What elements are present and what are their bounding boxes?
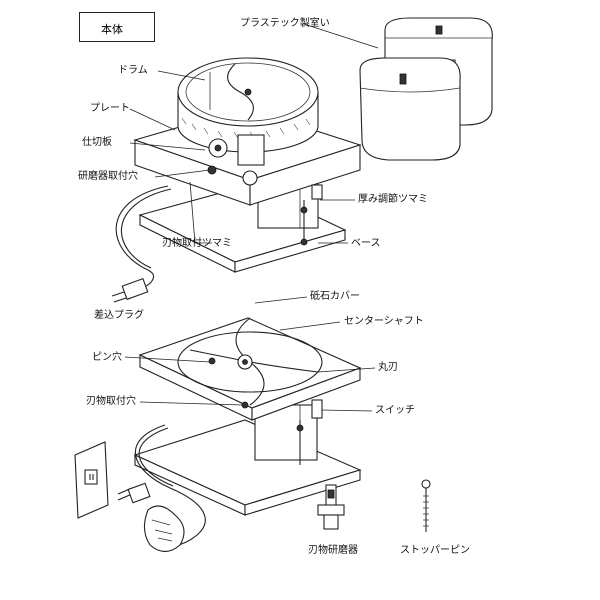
label-plate: プレート [90,103,130,114]
plastic-containers [359,17,493,161]
container-front [359,57,461,161]
leader-lines [124,23,379,412]
label-pin-hole: ピン穴 [92,352,122,363]
stopper-pin-icon [421,479,431,489]
blade-grinder [317,484,345,530]
switch-icon [311,399,323,419]
lower-unit [133,317,362,547]
power-cord-upper [115,185,169,289]
container-back [384,17,493,126]
blade-knob-upper [242,170,258,186]
label-center-shaft: センターシャフト [344,316,424,327]
pin-hole [208,357,216,365]
thickness-knob [311,184,323,200]
hand-plug [117,482,185,553]
round-blade [177,331,323,393]
label-plastic-bag: プラステック製室い [240,18,330,29]
diagram-title: 本体 [101,23,123,36]
title-box: 本体 [79,12,155,42]
label-grindstone-cover: 砥石カバー [310,291,360,302]
label-grinder-mount-hole: 研磨器取付穴 [78,171,138,182]
label-partition: 仕切板 [82,137,112,148]
label-thickness-knob: 厚み調節ツマミ [358,194,428,205]
label-round-blade: 丸刃 [378,362,398,373]
label-blade-mount-hole: 刃物取付穴 [86,396,136,407]
stopper-pin [421,479,431,532]
hand-icon [143,505,185,553]
label-base: ベース [351,238,381,249]
label-switch: スイッチ [375,405,415,416]
label-blade-grinder: 刃物研磨器 [308,545,358,556]
outlet-icon [84,469,98,485]
label-plug: 差込プラグ [94,310,144,321]
wall-outlet [74,441,109,519]
label-stopper-pin: ストッパーピン [400,545,470,556]
label-blade-knob: 刃物取付ツマミ [162,238,232,249]
upper-unit [111,57,362,303]
grinder-icon [317,504,345,516]
plug-icon [121,277,149,301]
label-drum: ドラム [118,65,148,76]
